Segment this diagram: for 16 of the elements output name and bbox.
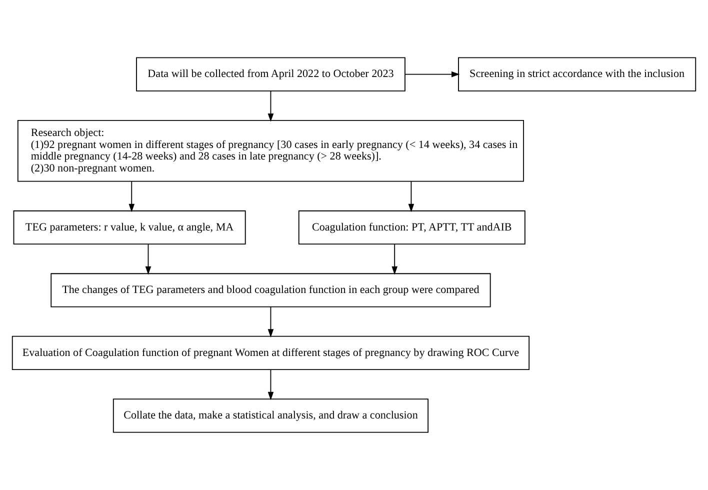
arrow	[268, 369, 274, 400]
arrow	[404, 71, 460, 78]
node-box: Coagulation function: PT, APTT, TT andAIB	[298, 210, 526, 245]
arrow	[408, 181, 414, 212]
arrow	[392, 244, 398, 275]
arrow	[145, 244, 152, 275]
node-box: Research object: (1)92 pregnant women in different stages of pregnancy [30 cases in early pregnancy (< 14 weeks), 34 cases in middle pregnancy (14-28 weeks) and 28 cases in late pregnancy (> 28 weeks)]. (2)30 non-pregnant women.	[17, 120, 524, 182]
node-box: Collate the data, make a statistical analysis, and draw a conclusion	[112, 398, 428, 433]
node-box: Screening in strict accordance with the inclusion	[458, 57, 696, 92]
node-box: TEG parameters: r value, k value, α angle, MA	[13, 210, 246, 245]
arrow	[268, 306, 274, 338]
node-box: The changes of TEG parameters and blood coagulation function in each group were compared	[50, 273, 491, 308]
arrow	[268, 90, 274, 122]
arrow	[128, 181, 135, 212]
node-box: Data will be collected from April 2022 to October 2023	[136, 57, 406, 92]
node-box: Evaluation of Coagulation function of pregnant Women at different stages of pregnancy by drawing ROC Curve	[12, 336, 530, 370]
